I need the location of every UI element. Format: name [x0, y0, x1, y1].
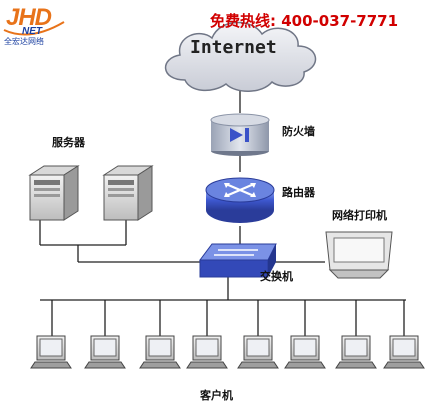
printer-label: 网络打印机 — [332, 209, 387, 222]
servers-label: 服务器 — [52, 136, 85, 149]
network-printer — [325, 231, 393, 279]
switch-device — [199, 243, 277, 278]
switch-label: 交换机 — [260, 270, 293, 283]
hotline-text: 免费热线: 400-037-7771 — [210, 12, 399, 30]
server-2 — [102, 165, 154, 221]
firewall-device — [210, 113, 270, 156]
logo-text: JHD — [6, 4, 52, 31]
logo-swoosh-icon — [3, 21, 65, 36]
firewall-label: 防火墙 — [282, 125, 315, 138]
logo-subtitle: 全宏达网络 — [4, 37, 44, 46]
logo-net-text: NET — [22, 26, 42, 37]
client-computers — [30, 335, 425, 369]
connection-lines — [39, 88, 406, 338]
router-device — [205, 177, 275, 223]
clients-label: 客户机 — [200, 389, 233, 402]
internet-label: Internet — [190, 37, 277, 58]
router-label: 路由器 — [282, 186, 315, 199]
internet-cloud — [164, 21, 317, 92]
server-1 — [28, 165, 80, 221]
